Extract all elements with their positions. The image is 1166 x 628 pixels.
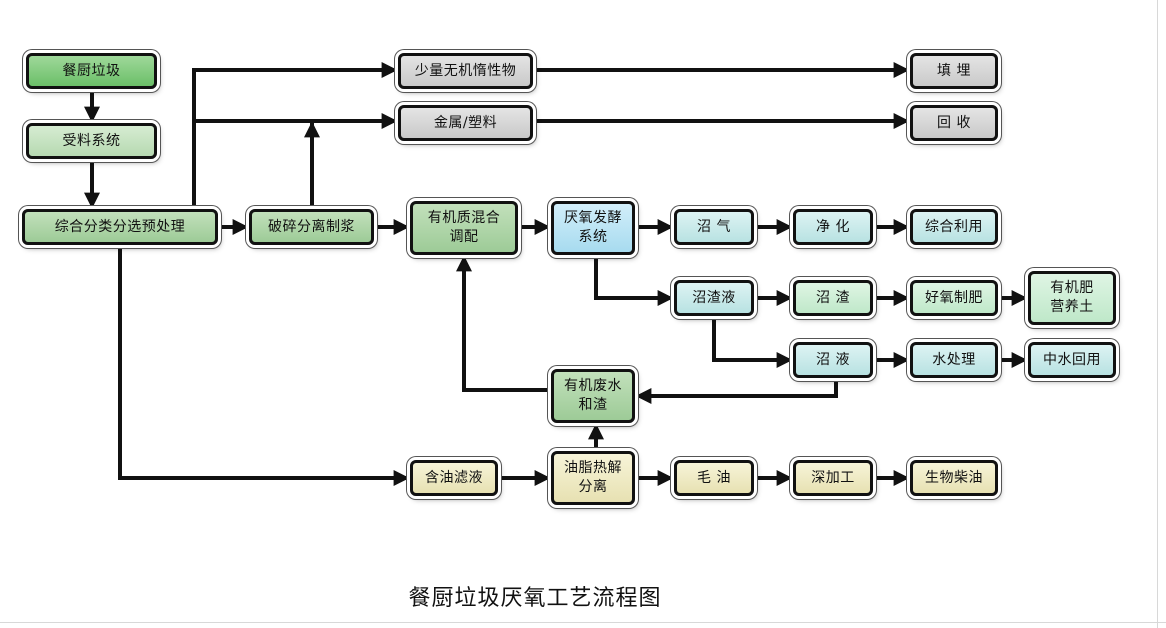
edge-anaerobic-system-to-digestate-halo: [592, 257, 672, 302]
edge-biogas-liquid-to-wastewater-residue: [635, 380, 838, 404]
edge-pre-sorting-to-inorganic-inert-halo: [190, 66, 396, 207]
edge-pre-sorting-to-inorganic-inert: [192, 62, 398, 207]
node-utilization: 综合利用: [910, 209, 998, 245]
edge-digestate-to-biogas-liquid: [712, 318, 793, 368]
node-oil-separation: 油脂热解 分离: [551, 451, 635, 505]
edge-anaerobic-system-to-digestate: [594, 257, 674, 306]
diagram-title: 餐厨垃圾厌氧工艺流程图: [408, 586, 662, 611]
node-deep-processing: 深加工: [793, 460, 873, 496]
edge-digestate-to-biogas-liquid-halo: [710, 318, 791, 364]
node-metal-plastic: 金属/塑料: [398, 105, 533, 141]
node-receiving-system: 受料系统: [26, 123, 157, 159]
node-crushing-pulping: 破碎分离制浆: [249, 209, 374, 245]
edge-wastewater-residue-to-organic-mixing-halo: [460, 257, 549, 394]
node-biogas-liquid: 沼 液: [793, 342, 873, 378]
node-landfill: 填 埋: [910, 53, 998, 89]
node-digestate: 沼渣液: [674, 280, 754, 316]
edge-biogas-liquid-to-wastewater-residue-halo: [637, 380, 840, 400]
node-recycle: 回 收: [910, 105, 998, 141]
node-biodiesel: 生物柴油: [910, 460, 998, 496]
node-reclaimed-water: 中水回用: [1028, 342, 1116, 378]
edge-pre-sorting-to-oily-liquid: [118, 247, 410, 486]
node-wastewater-residue: 有机废水 和渣: [551, 369, 635, 423]
page-edge-bottom: [0, 622, 1166, 623]
node-organic-mixing: 有机质混合 调配: [410, 201, 518, 255]
node-purification: 净 化: [793, 209, 873, 245]
node-food-waste: 餐厨垃圾: [26, 53, 157, 89]
node-anaerobic-system: 厌氧发酵 系统: [551, 201, 635, 255]
node-pre-sorting: 综合分类分选预处理: [22, 209, 218, 245]
node-aerobic-fertilizer: 好氧制肥: [910, 280, 998, 316]
node-water-treatment: 水处理: [910, 342, 998, 378]
node-crude-oil: 毛 油: [674, 460, 754, 496]
node-biogas: 沼 气: [674, 209, 754, 245]
node-organic-soil: 有机肥 营养土: [1028, 271, 1116, 325]
node-oily-liquid: 含油滤液: [410, 460, 498, 496]
node-biogas-residue: 沼 渣: [793, 280, 873, 316]
edge-wastewater-residue-to-organic-mixing: [456, 255, 549, 392]
node-inorganic-inert: 少量无机惰性物: [398, 53, 533, 89]
page-edge-right: [1157, 0, 1158, 628]
edge-pre-sorting-to-oily-liquid-halo: [116, 247, 408, 482]
